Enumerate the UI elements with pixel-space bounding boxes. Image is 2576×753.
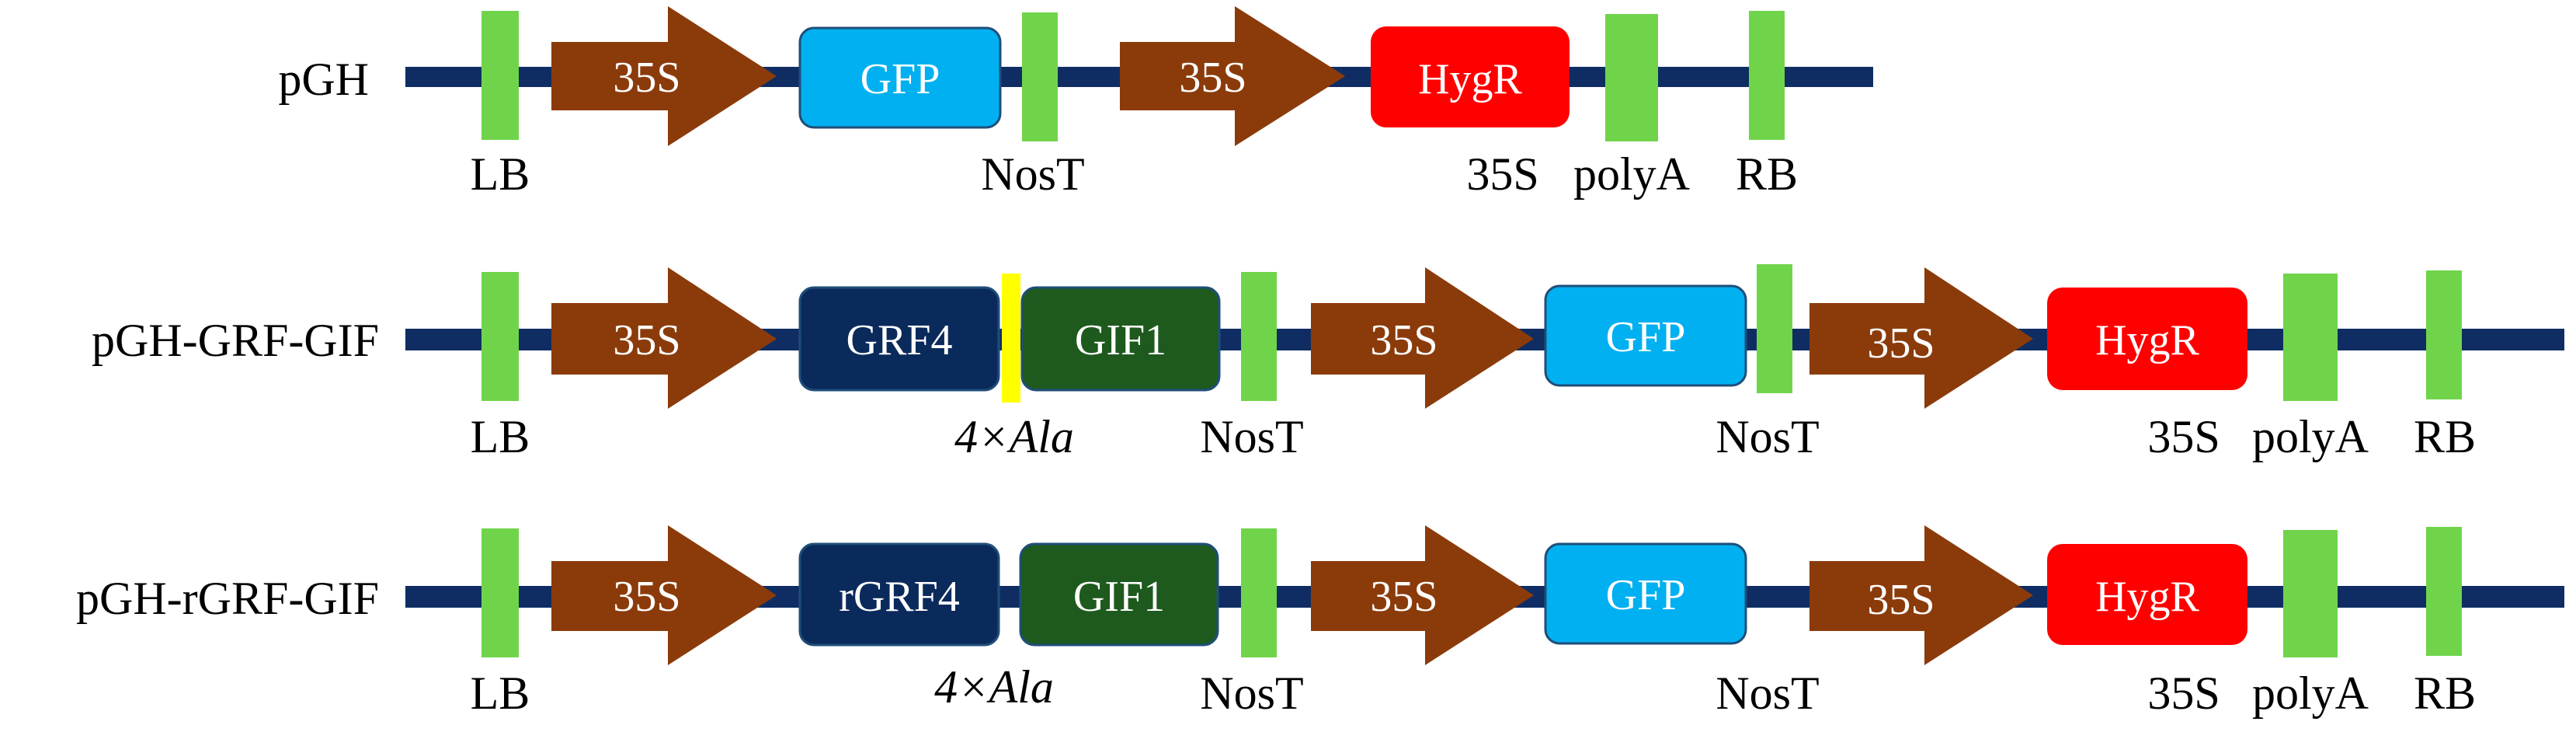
construct-pgh-grf-gif: pGH-GRF-GIF 35S GRF4 GIF1 35S GFP 35S Hy… [92, 264, 2564, 462]
ala-linker [1002, 274, 1020, 403]
left-border [481, 11, 519, 140]
promoter-35s-label: 35S [2147, 668, 2220, 719]
gene-label-gfp: GFP [860, 55, 940, 103]
promoter-label: 35S [613, 54, 680, 102]
promoter-35s-arrow [1120, 6, 1345, 146]
construct-name: pGH-GRF-GIF [92, 315, 379, 366]
promoter-label: 35S [1867, 319, 1935, 368]
right-border-label: RB [1736, 148, 1798, 200]
gene-label-grf: GRF4 [846, 316, 953, 364]
gif1-gene-box [1020, 286, 1221, 392]
promoter-label: 35S [1867, 576, 1935, 624]
gene-label-gfp: GFP [1606, 571, 1686, 619]
nos-terminator [1022, 12, 1058, 141]
left-border-label: LB [471, 411, 530, 462]
promoter-35s-arrow [1311, 267, 1534, 409]
construct-name: pGH [278, 54, 369, 105]
polya-label: polyA [2252, 411, 2369, 462]
gene-label-gif: GIF1 [1073, 573, 1165, 621]
right-border [2426, 270, 2462, 399]
promoter-35s-arrow [1809, 525, 2033, 665]
nost-label: NosT [981, 148, 1084, 200]
polya-terminator [2283, 274, 2338, 401]
right-border-label: RB [2414, 668, 2476, 719]
promoter-35s-arrow [551, 267, 777, 409]
hygr-gene-box [2047, 544, 2247, 645]
nost-label: NosT [1716, 668, 1819, 719]
right-border-label: RB [2414, 411, 2476, 462]
linker-label: 4×Ala [954, 411, 1074, 462]
construct-pgh: pGH 35S GFP 35S HygR LB NosT 35S polyA R… [278, 6, 1873, 200]
hygr-gene-box [2047, 288, 2247, 390]
grf4-gene-box [798, 286, 1000, 392]
gfp-gene-box [798, 26, 1002, 129]
hygr-gene-box [1371, 26, 1570, 127]
left-border [481, 272, 519, 401]
right-border [2426, 527, 2462, 656]
rgrf4-gene-box [798, 542, 1000, 647]
polya-label: polyA [1573, 148, 1690, 200]
nost-label: NosT [1200, 668, 1303, 719]
right-border [1749, 11, 1785, 140]
promoter-35s-label: 35S [2147, 411, 2220, 462]
nos-terminator [1757, 264, 1792, 393]
promoter-35s-label: 35S [1466, 148, 1538, 200]
gfp-gene-box [1544, 284, 1747, 387]
gene-label-hygr: HygR [2095, 573, 2199, 621]
gene-label-gfp: GFP [1606, 313, 1686, 361]
left-border [481, 528, 519, 657]
left-border-label: LB [471, 148, 530, 200]
promoter-35s-arrow [551, 525, 777, 665]
polya-label: polyA [2252, 668, 2369, 719]
promoter-35s-arrow [551, 6, 777, 146]
polya-terminator [1605, 14, 1658, 141]
promoter-label: 35S [1370, 316, 1437, 364]
construct-name: pGH-rGRF-GIF [76, 573, 379, 624]
linker-label: 4×Ala [934, 661, 1054, 713]
promoter-label: 35S [613, 316, 680, 364]
nos-terminator [1241, 272, 1277, 401]
promoter-label: 35S [613, 573, 680, 621]
left-border-label: LB [471, 668, 530, 719]
nost-label: NosT [1200, 411, 1303, 462]
construct-pgh-rgrf-gif: pGH-rGRF-GIF 35S rGRF4 GIF1 35S GFP 35S … [76, 525, 2564, 719]
promoter-35s-arrow [1311, 525, 1534, 665]
promoter-35s-arrow [1809, 267, 2033, 409]
nos-terminator [1241, 528, 1277, 657]
nost-label: NosT [1716, 411, 1819, 462]
gfp-gene-box [1544, 542, 1747, 645]
gif1-gene-box [1019, 542, 1219, 647]
promoter-label: 35S [1370, 573, 1437, 621]
gene-label-hygr: HygR [1418, 55, 1522, 103]
gene-label-hygr: HygR [2095, 316, 2199, 364]
gene-label-grf: rGRF4 [839, 573, 960, 621]
promoter-label: 35S [1179, 54, 1246, 102]
polya-terminator [2283, 530, 2338, 657]
gene-label-gif: GIF1 [1075, 316, 1166, 364]
